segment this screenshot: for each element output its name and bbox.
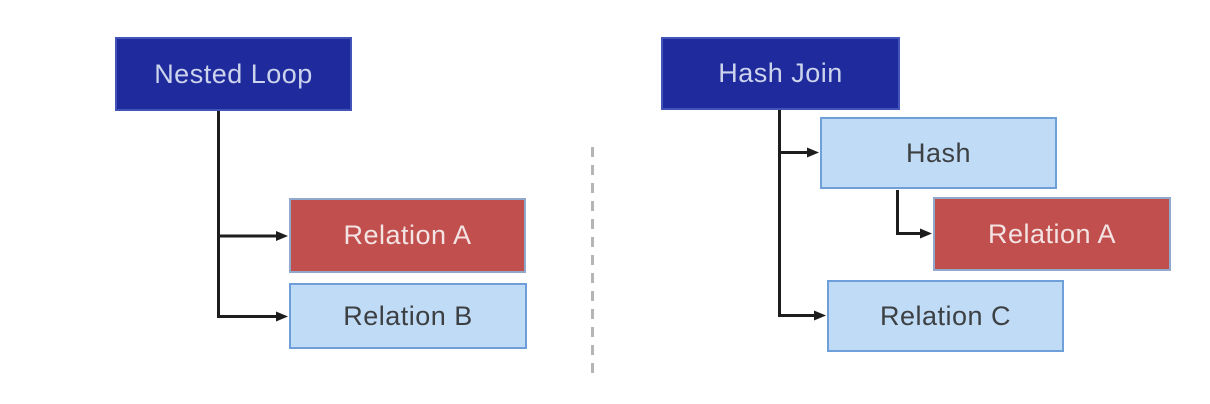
node-nested-loop: Nested Loop [115,37,352,111]
connector-nestedloop-to-relation-b [217,111,288,322]
node-hash-label: Hash [905,137,972,168]
node-relation-c-label: Relation C [879,300,1012,331]
node-hash-join: Hash Join [661,37,900,110]
connector-hashjoin-to-relation-c [778,110,826,321]
node-relation-a-left: Relation A [289,198,526,273]
node-relation-a-left-label: Relation A [343,220,472,250]
node-relation-b-label: Relation B [343,300,473,331]
node-hash: Hash [820,117,1057,189]
node-relation-c: Relation C [827,280,1064,352]
node-relation-a-right: Relation A [933,197,1171,271]
node-relation-b: Relation B [289,283,527,349]
node-relation-a-right-label: Relation A [987,218,1117,249]
node-nested-loop-label: Nested Loop [154,58,313,89]
node-hash-join-label: Hash Join [718,58,843,88]
connector-hash-to-relation-a [896,190,932,239]
